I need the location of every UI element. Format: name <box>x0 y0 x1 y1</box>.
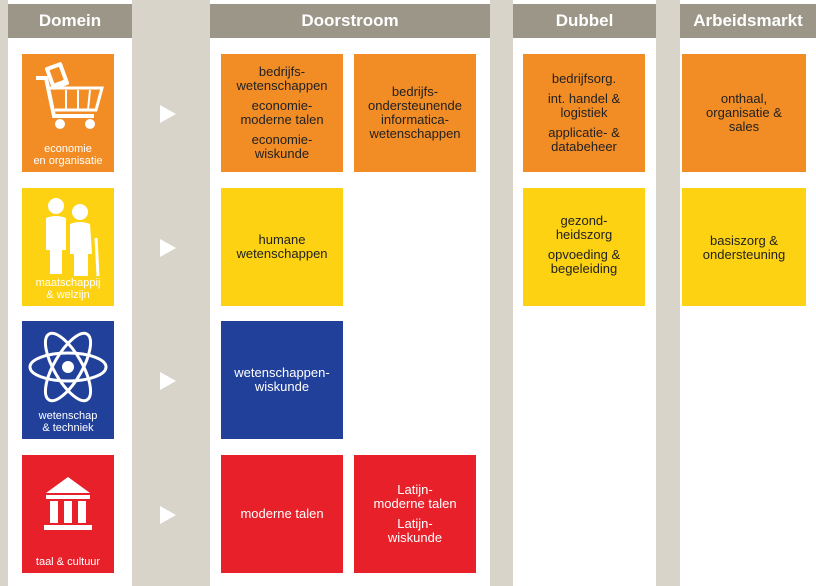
shopping-cart-icon <box>36 62 104 129</box>
tile-dubbel-economie[interactable]: bedrijfsorg. int. handel & logistiek app… <box>523 54 645 172</box>
tile-dubbel-maatschappij[interactable]: gezond- heidszorg opvoeding & begeleidin… <box>523 188 645 306</box>
arrow-icon <box>160 372 176 390</box>
tile-doorstroom-economie-b[interactable]: bedrijfs- ondersteunende informatica- we… <box>354 54 476 172</box>
tile-arbeidsmarkt-maatschappij[interactable]: basiszorg & ondersteuning <box>682 188 806 306</box>
header-arbeidsmarkt: Arbeidsmarkt <box>680 4 816 38</box>
tile-arbeidsmarkt-economie[interactable]: onthaal, organisatie & sales <box>682 54 806 172</box>
domain-label: maatschappij & welzijn <box>35 277 101 301</box>
building-icon <box>44 477 92 530</box>
domain-tile-taal[interactable]: taal & cultuur <box>22 455 114 573</box>
domain-tile-maatschappij[interactable]: maatschappij & welzijn <box>22 188 114 306</box>
arrow-icon <box>160 105 176 123</box>
tile-doorstroom-latijn[interactable]: Latijn- moderne talen Latijn- wiskunde <box>354 455 476 573</box>
header-doorstroom: Doorstroom <box>210 4 490 38</box>
domain-tile-economie[interactable]: economie en organisatie <box>22 54 114 172</box>
domain-label: taal & cultuur <box>35 556 101 568</box>
tile-doorstroom-moderne-talen[interactable]: moderne talen <box>221 455 343 573</box>
atom-icon <box>28 331 108 403</box>
arrow-icon <box>160 239 176 257</box>
arrow-icon <box>160 506 176 524</box>
domain-tile-wetenschap[interactable]: wetenschap & techniek <box>22 321 114 439</box>
domain-label: economie en organisatie <box>33 143 103 167</box>
domain-label: wetenschap & techniek <box>38 410 98 434</box>
tile-doorstroom-economie-a[interactable]: bedrijfs- wetenschappen economie- modern… <box>221 54 343 172</box>
header-dubbel: Dubbel <box>513 4 656 38</box>
people-icon <box>46 198 100 277</box>
tile-doorstroom-humane[interactable]: humane wetenschappen <box>221 188 343 306</box>
tile-doorstroom-wetenschappen[interactable]: wetenschappen- wiskunde <box>221 321 343 439</box>
header-domein: Domein <box>8 4 132 38</box>
